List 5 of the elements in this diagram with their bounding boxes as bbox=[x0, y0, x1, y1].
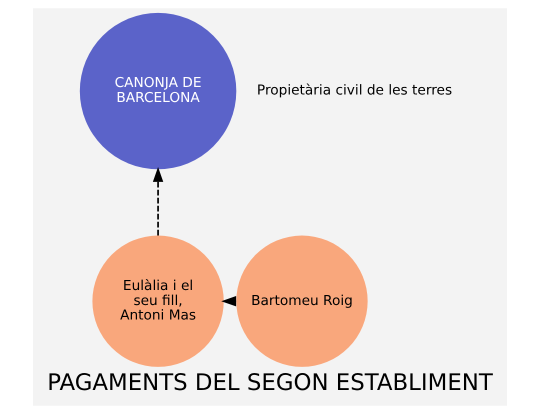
node-circle: Eulàlia i el seu fill, Antoni Mas bbox=[92, 236, 224, 367]
node-circle: CANONJA DE BARCELONA bbox=[80, 12, 236, 170]
arrow bbox=[152, 166, 164, 236]
node-label: Propietària civil de les terres bbox=[256, 82, 452, 99]
diagram-title: PAGAMENTS DEL SEGON ESTABLIMENT bbox=[47, 370, 493, 396]
